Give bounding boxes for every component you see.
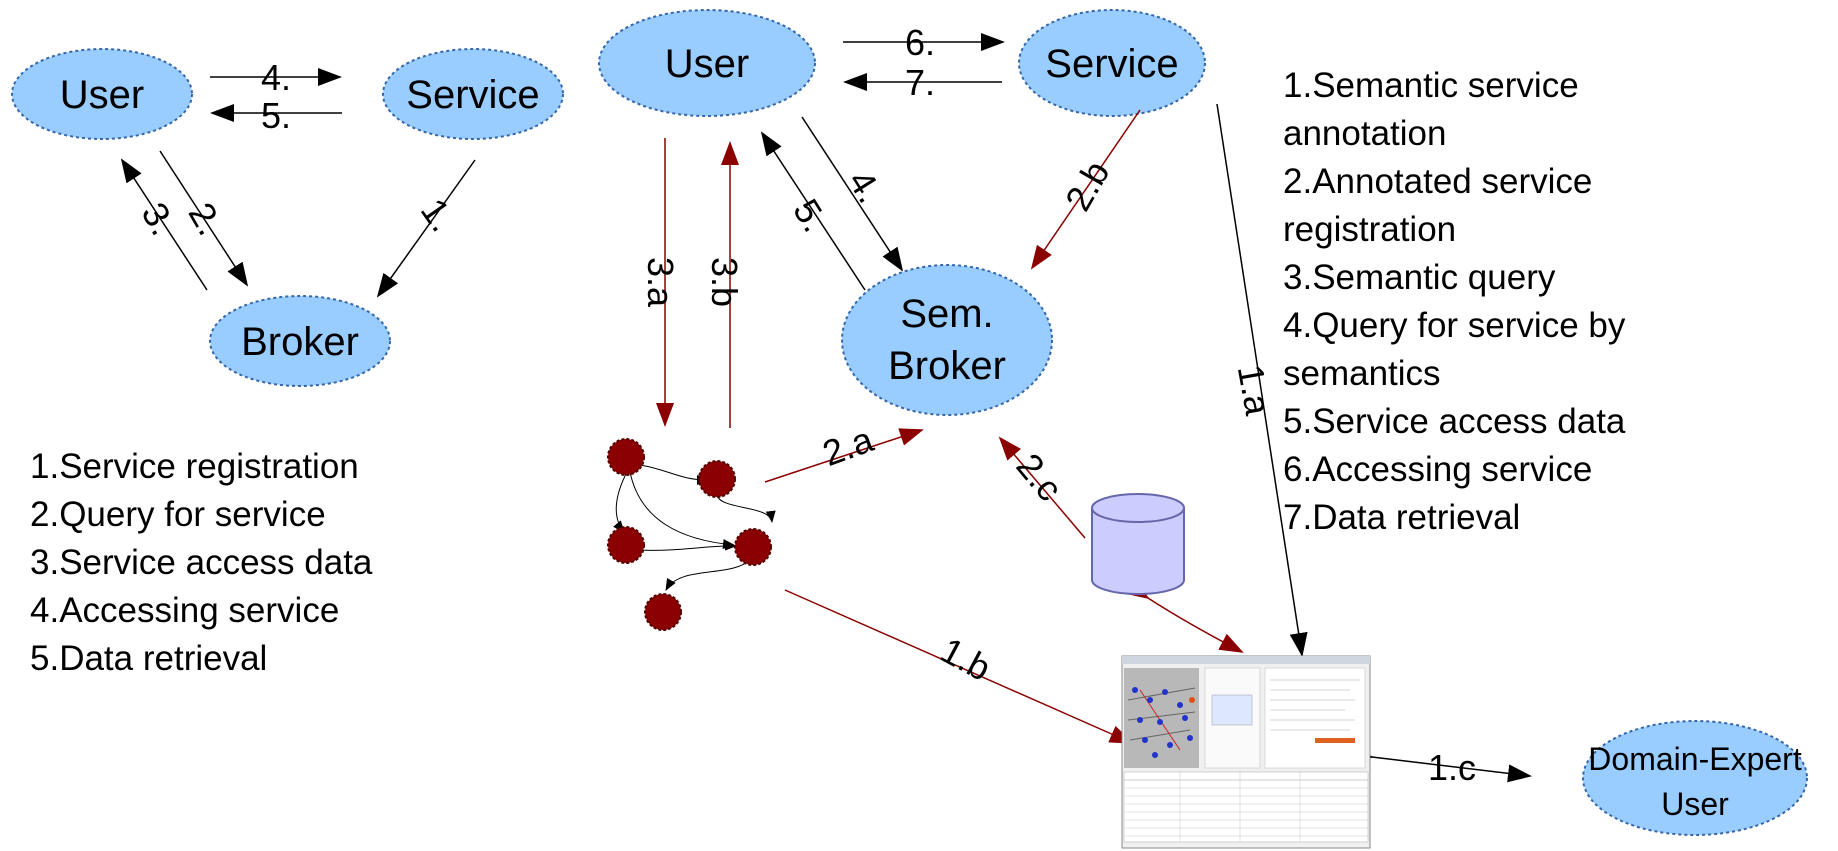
- graph-node: [607, 526, 645, 564]
- right-service-node[interactable]: [1018, 9, 1206, 117]
- edge-6-label: 6.: [905, 22, 935, 63]
- edge-4-label: 4.: [840, 163, 891, 210]
- edge-3b-label: 3.b: [704, 257, 745, 307]
- edge-2c-label: 2.c: [1008, 445, 1070, 508]
- left-legend: 1.Service registration 2.Query for servi…: [30, 443, 372, 683]
- sem-broker-node[interactable]: [841, 264, 1053, 416]
- legend-item: 2.Query for service: [30, 495, 326, 534]
- right-service-label: Service: [1045, 42, 1178, 86]
- edge-5: [760, 131, 866, 291]
- legend-item: semantics: [1283, 354, 1441, 393]
- edge-1a: [1216, 103, 1308, 657]
- domain-expert-node[interactable]: [1582, 720, 1808, 836]
- legend-item: 2.Annotated service: [1283, 162, 1593, 201]
- graph-node: [607, 438, 645, 476]
- left-edge-5-label: 5.: [261, 95, 291, 136]
- legend-item: 7.Data retrieval: [1283, 498, 1521, 537]
- semantic-graph: [607, 438, 776, 631]
- edge-2b-label: 2.b: [1057, 154, 1118, 218]
- left-edge-2: [159, 150, 249, 287]
- legend-item: 4.Accessing service: [30, 591, 340, 630]
- legend-item: 3.Semantic query: [1283, 258, 1556, 297]
- edge-2a-label: 2.a: [817, 418, 879, 474]
- edge-5-label: 5.: [785, 192, 836, 239]
- legend-item: annotation: [1283, 114, 1447, 153]
- right-user-label: User: [665, 42, 749, 86]
- edge-4: [801, 116, 904, 272]
- left-edge-3-label: 3.: [134, 195, 185, 242]
- edge-2a: [764, 428, 924, 483]
- left-service-label: Service: [406, 73, 539, 117]
- edge-1b: [784, 589, 1134, 744]
- legend-item: 1.Service registration: [30, 447, 359, 486]
- annotation-tool-screenshot[interactable]: [1121, 655, 1371, 849]
- edge-2c: [998, 436, 1086, 539]
- legend-item: 6.Accessing service: [1283, 450, 1593, 489]
- left-user-node[interactable]: [11, 48, 193, 140]
- legend-item: 5.Data retrieval: [30, 639, 268, 678]
- domain-expert-label-line2: User: [1661, 786, 1729, 822]
- legend-item: 3.Service access data: [30, 543, 373, 582]
- left-service-node[interactable]: [382, 48, 564, 140]
- edge-1c: [1349, 745, 1532, 783]
- sem-broker-label-line2: Broker: [888, 344, 1006, 388]
- graph-node: [644, 593, 682, 631]
- edge-3a-label: 3.a: [640, 257, 681, 308]
- right-scenario: User Service Sem. Broker Domain-Expert U…: [598, 9, 1808, 849]
- edge-2b: [1030, 109, 1141, 270]
- sem-broker-label-line1: Sem.: [900, 292, 993, 336]
- left-scenario: User Service Broker 4. 5. 1. 2. 3.: [11, 48, 564, 387]
- edge-1c-label: 1.c: [1428, 747, 1476, 788]
- edge-db-tool: [1124, 578, 1244, 653]
- left-edge-4-label: 4.: [261, 57, 291, 98]
- legend-item: 4.Query for service by: [1283, 306, 1626, 345]
- left-broker-node[interactable]: [209, 295, 391, 387]
- domain-expert-label-line1: Domain-Expert: [1588, 741, 1802, 777]
- left-edge-1: [376, 159, 476, 298]
- legend-item: registration: [1283, 210, 1457, 249]
- database-icon: [1091, 493, 1185, 595]
- left-edge-2-label: 2.: [181, 195, 232, 242]
- left-edge-1-label: 1.: [413, 191, 464, 239]
- edge-1a-label: 1.a: [1230, 362, 1279, 419]
- edge-7-label: 7.: [905, 62, 935, 103]
- legend-item: 1.Semantic service: [1283, 66, 1579, 105]
- left-broker-label: Broker: [241, 320, 359, 364]
- right-user-node[interactable]: [598, 9, 816, 117]
- graph-node: [734, 528, 772, 566]
- graph-node: [698, 460, 736, 498]
- right-legend: 1.Semantic service annotation 2.Annotate…: [1283, 62, 1625, 542]
- left-edge-3: [120, 158, 208, 291]
- left-user-label: User: [60, 73, 144, 117]
- legend-item: 5.Service access data: [1283, 402, 1626, 441]
